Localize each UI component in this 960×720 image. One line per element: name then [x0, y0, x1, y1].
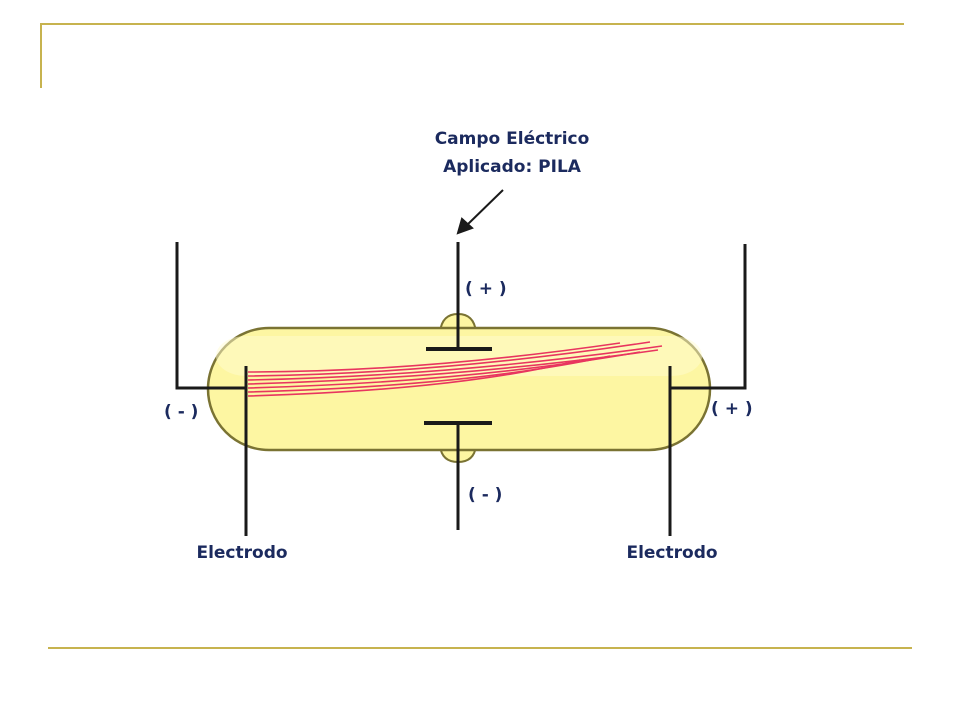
- electrode-left-sign: ( - ): [164, 402, 198, 422]
- right-wire: [670, 244, 747, 390]
- beam-2: [247, 341, 651, 377]
- field-label-line1: Campo Eléctrico: [435, 129, 590, 149]
- beam-6: [247, 355, 611, 393]
- electrode-left-label: Electrodo: [196, 543, 287, 563]
- wires: [175, 242, 747, 530]
- slide-frame-bottom-line: [48, 647, 912, 649]
- glass-tube: [206, 312, 712, 464]
- electrode-right-sign: ( + ): [711, 399, 753, 419]
- beam-3: [247, 345, 663, 381]
- field-label-line2: Aplicado: PILA: [443, 157, 582, 177]
- slide-frame-top-line: [40, 23, 904, 25]
- deflection-plates: [424, 347, 492, 425]
- electron-beams: [247, 341, 663, 397]
- electrode-right-label: Electrodo: [626, 543, 717, 563]
- field-arrow: [456, 189, 504, 235]
- beam-7: [247, 359, 581, 397]
- beam-1: [247, 342, 621, 373]
- left-wire: [175, 242, 246, 390]
- plate-bottom-sign: ( - ): [468, 485, 502, 505]
- slide-frame-left-line: [40, 23, 42, 88]
- plate-top-sign: ( + ): [465, 279, 507, 299]
- electrodes: [244, 366, 672, 536]
